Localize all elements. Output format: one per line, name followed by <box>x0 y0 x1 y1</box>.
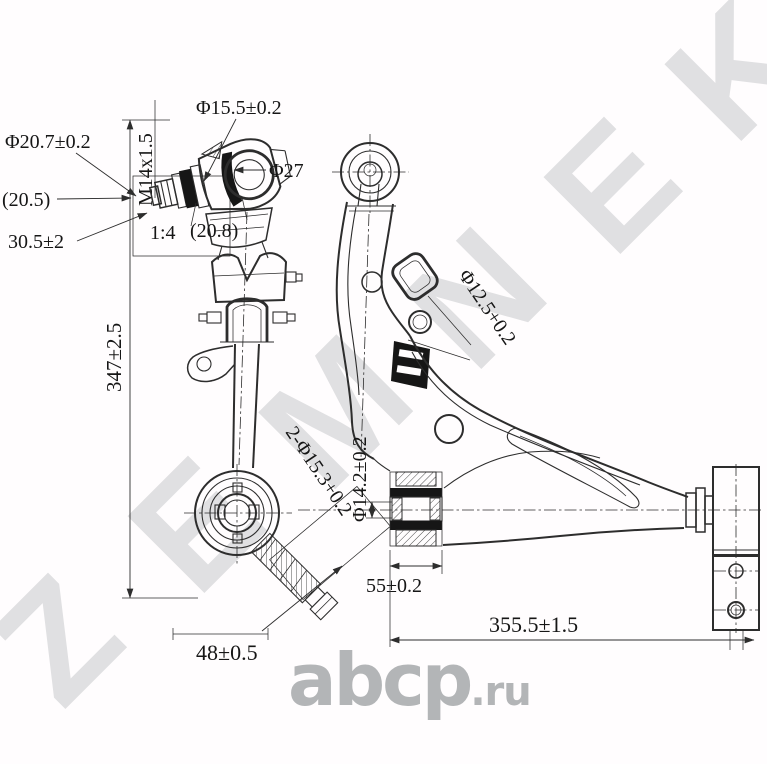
label-bolt-holes: 2-Φ15.3+0.2 <box>281 422 357 519</box>
rear-bushing <box>184 464 292 566</box>
label-bush-width: 55±0.2 <box>366 575 422 597</box>
label-bush-bore-dia: Φ14.2±0.2 <box>349 436 371 522</box>
front-bushing-section <box>389 471 443 547</box>
end-pin-and-bracket <box>685 464 760 650</box>
upper-labels: Φ20.7±0.2 (20.5) 30.5±2 Φ15.5±0.2 Φ27 1:… <box>2 97 304 253</box>
label-taper-ratio: 1:4 <box>150 222 176 244</box>
arm-shaft <box>232 211 260 469</box>
label-ball-pin-dia: Φ20.7±0.2 <box>5 131 91 153</box>
ball-joint-assembly <box>148 138 291 211</box>
label-overall-length: 355.5±1.5 <box>489 612 578 637</box>
stabilizer-clip <box>361 252 439 334</box>
mount-clamp <box>391 341 430 389</box>
label-taper-len: 30.5±2 <box>8 231 64 253</box>
side-tab <box>186 345 236 383</box>
clamp-bracket <box>198 252 303 343</box>
label-thread: M14x1.5 <box>135 133 157 206</box>
dim-stud-length: 48±0.5 <box>172 628 269 665</box>
label-hex-size: Φ27 <box>269 160 304 182</box>
label-ref-208: (20.8) <box>190 220 238 242</box>
label-stud-len: 48±0.5 <box>196 640 258 665</box>
arm-lower-body <box>298 335 764 546</box>
abcp-logo-suffix: .ru <box>470 669 531 715</box>
dim-overall-length: 355.5±1.5 <box>389 574 755 647</box>
serrated-stud <box>250 532 339 621</box>
abcp-logo: abcp.ru <box>288 644 532 716</box>
left-view: 347±2.5 M14x1.5 <box>2 97 391 665</box>
right-view: Φ12.5+0.2 <box>298 134 764 650</box>
label-overall-height: 347±2.5 <box>102 323 126 392</box>
ball-joint-boot <box>205 207 273 261</box>
dim-bush-width: 55±0.2 <box>366 550 443 597</box>
arm-upper-edges <box>335 201 411 460</box>
dim-bush-bore: Φ14.2±0.2 <box>349 436 392 522</box>
abcp-logo-text: abcp <box>288 638 473 722</box>
top-bushing <box>332 134 409 214</box>
label-ref-width: (20.5) <box>2 189 50 211</box>
label-stud-dia: Φ15.5±0.2 <box>196 97 282 119</box>
